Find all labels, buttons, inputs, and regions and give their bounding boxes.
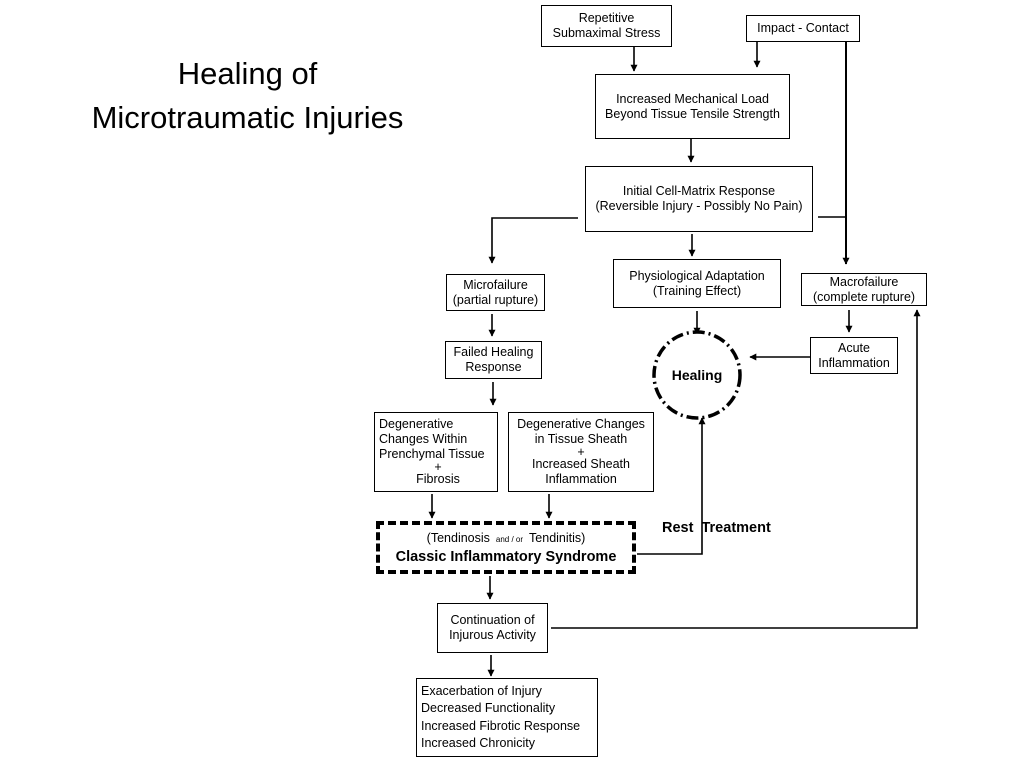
degenerative-sheath-box: Degenerative Changes in Tissue Sheath + … [508, 412, 654, 492]
sheath-line-1: Degenerative Changes [517, 417, 645, 431]
slide-title: Healing of Microtraumatic Injuries [60, 52, 435, 140]
failed-healing-line-2: Response [465, 360, 522, 374]
failed-healing-box: Failed Healing Response [445, 341, 542, 379]
macrofailure-line-1: Macrofailure [829, 274, 899, 289]
physiological-adaptation-box: Physiological Adaptation (Training Effec… [613, 259, 781, 308]
exacerbation-line-4: Increased Chronicity [421, 736, 535, 750]
syndrome-subtitle: (Tendinosis and / or Tendinitis) [427, 530, 586, 548]
impact-contact-box: Impact - Contact [746, 15, 860, 42]
healing-label: Healing [671, 367, 723, 383]
sheath-line-4: Increased Sheath [532, 457, 630, 471]
parenchymal-line-3: Prenchymal Tissue [379, 447, 485, 461]
repetitive-stress-line-2: Submaximal Stress [552, 26, 661, 40]
failed-healing-line-1: Failed Healing [453, 345, 534, 359]
arrow-syndrome-to-healing [637, 417, 706, 555]
initial-response-line-1: Initial Cell-Matrix Response [622, 184, 776, 198]
parenchymal-plus: + [434, 460, 442, 474]
continuation-line-2: Injurous Activity [449, 628, 536, 642]
macrofailure-line-2: (complete rupture) [812, 289, 916, 304]
exacerbation-line-1: Exacerbation of Injury [421, 683, 542, 698]
impact-contact-label: Impact - Contact [757, 21, 849, 35]
continuation-line-1: Continuation of [450, 613, 535, 627]
healing-circle [652, 330, 742, 420]
repetitive-stress-box: Repetitive Submaximal Stress [541, 5, 672, 47]
increased-load-line-2: Beyond Tissue Tensile Strength [605, 106, 780, 121]
microfailure-box: Microfailure (partial rupture) [446, 274, 545, 311]
initial-response-line-2: (Reversible Injury - Possibly No Pain) [595, 199, 803, 213]
adaptation-line-2: (Training Effect) [652, 283, 742, 298]
exacerbation-line-3: Increased Fibrotic Response [421, 718, 581, 733]
rest-treatment-label: Rest Treatment [662, 520, 771, 536]
initial-response-box: Initial Cell-Matrix Response (Reversible… [585, 166, 813, 232]
syndrome-connector: and / or [495, 534, 524, 544]
parenchymal-line-5: Fibrosis [416, 472, 460, 486]
syndrome-name: Classic Inflammatory Syndrome [395, 548, 617, 565]
inflammatory-syndrome-box: (Tendinosis and / or Tendinitis) Classic I… [376, 521, 636, 574]
increased-load-box: Increased Mechanical Load Beyond Tissue … [595, 74, 790, 139]
exacerbation-line-2: Decreased Functionality [421, 701, 556, 715]
arrow-initial-to-microfailure [488, 217, 578, 264]
parenchymal-line-1: Degenerative [379, 417, 454, 431]
acute-inflammation-box: Acute Inflammation [810, 337, 898, 374]
acute-inflammation-line-1: Acute [838, 340, 870, 355]
exacerbation-box: Exacerbation of Injury Decreased Functio… [416, 678, 598, 757]
title-line-1: Healing of [177, 56, 318, 91]
arrow-continuation-to-macrofailure [551, 309, 921, 629]
sheath-line-5: Inflammation [545, 472, 617, 486]
parenchymal-line-2: Changes Within [379, 432, 468, 446]
macrofailure-box: Macrofailure (complete rupture) [801, 273, 927, 306]
microfailure-line-2: (partial rupture) [452, 292, 539, 307]
acute-inflammation-line-2: Inflammation [818, 355, 890, 370]
microfailure-line-1: Microfailure [463, 277, 528, 292]
adaptation-line-1: Physiological Adaptation [629, 268, 765, 283]
title-line-2: Microtraumatic Injuries [91, 100, 404, 135]
continuation-box: Continuation of Injurous Activity [437, 603, 548, 653]
sheath-line-2: in Tissue Sheath [534, 432, 628, 446]
increased-load-line-1: Increased Mechanical Load [616, 91, 769, 106]
syndrome-tendinosis: (Tendinosis [426, 530, 490, 545]
syndrome-tendinitis: Tendinitis) [529, 530, 586, 545]
degenerative-parenchymal-box: Degenerative Changes Within Prenchymal T… [374, 412, 498, 492]
sheath-plus: + [577, 445, 585, 459]
repetitive-stress-line-1: Repetitive [578, 11, 635, 25]
